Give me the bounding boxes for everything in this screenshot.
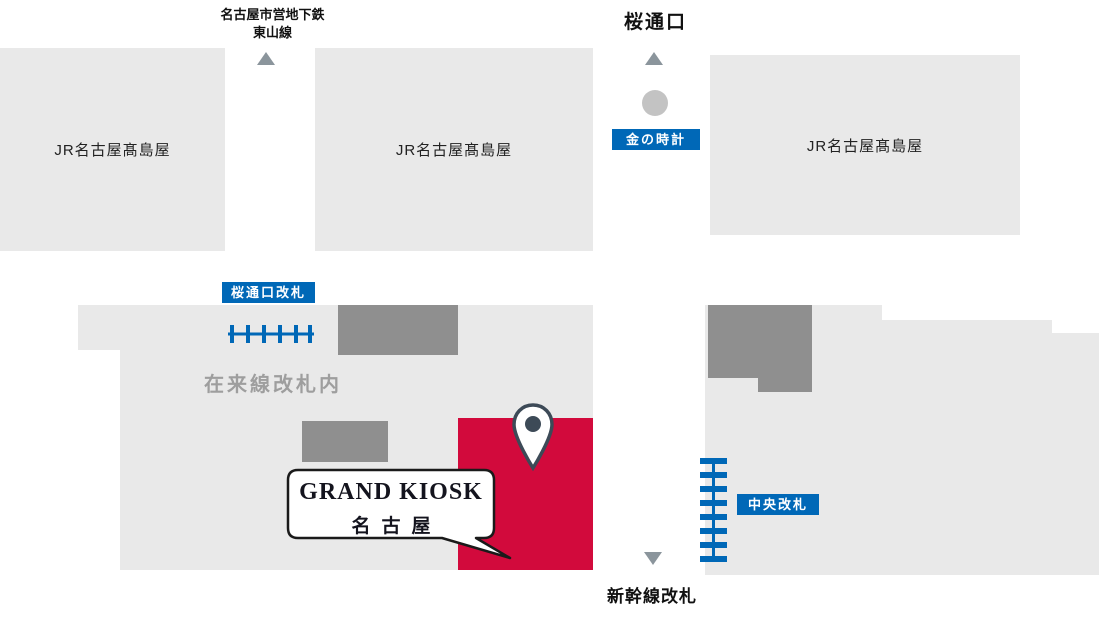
speech-bubble [286, 468, 512, 560]
station-area-right-extension [882, 320, 1099, 575]
takashimaya-label: JR名古屋髙島屋 [54, 142, 171, 159]
takashimaya-label: JR名古屋髙島屋 [395, 142, 513, 159]
kiosk-name-en: GRAND KIOSK [299, 479, 483, 505]
central-gate-badge: 中央改札 [737, 494, 819, 515]
sakura-gate-badge: 桜通口改札 [222, 282, 315, 303]
structure-block [302, 421, 388, 462]
station-area-left-notch [78, 305, 120, 350]
ticket-gate-icon [700, 458, 727, 562]
structure-block [708, 305, 812, 378]
structure-block [758, 378, 812, 392]
gold-clock-icon [642, 90, 668, 116]
gold-clock-badge: 金の時計 [612, 129, 700, 150]
station-area-step [1052, 320, 1099, 333]
takashimaya-block-left: JR名古屋髙島屋 [0, 48, 225, 251]
conventional-lines-label: 在来線改札内 [204, 374, 342, 396]
location-pin-icon [512, 403, 554, 472]
structure-block [338, 305, 458, 355]
takashimaya-label: JR名古屋髙島屋 [806, 137, 924, 155]
up-arrow-icon [257, 52, 275, 65]
subway-line-label-line1: 名古屋市営地下鉄 [220, 7, 325, 22]
subway-line-label: 名古屋市営地下鉄 東山線 [200, 6, 345, 41]
shinkansen-gate-label: 新幹線改札 [607, 587, 697, 606]
takashimaya-block-right: JR名古屋髙島屋 [710, 55, 1020, 235]
kiosk-name-jp: 名古屋 [351, 516, 442, 537]
kiosk-callout: GRAND KIOSK 名古屋 [288, 479, 494, 538]
ticket-gate-icon [228, 325, 314, 343]
subway-line-label-line2: 東山線 [252, 24, 292, 40]
sakura-exit-title: 桜通口 [623, 12, 687, 33]
up-arrow-icon [645, 52, 663, 65]
down-arrow-icon [644, 552, 662, 565]
takashimaya-block-center: JR名古屋髙島屋 [315, 48, 593, 251]
